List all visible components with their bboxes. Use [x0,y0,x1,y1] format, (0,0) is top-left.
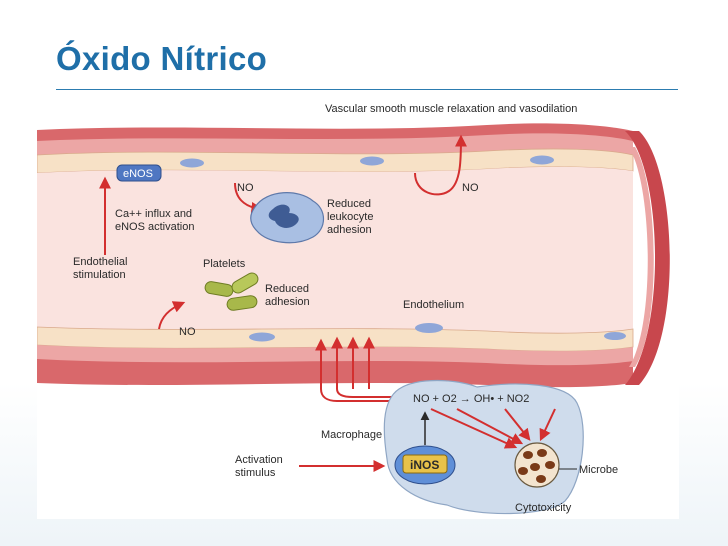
vessel-bottom-smooth-muscle [37,345,633,368]
reduced-adhesion-line2: adhesion [265,296,310,308]
activation-stimulus-line2: stimulus [235,467,276,479]
endothelial-nucleus [360,156,384,166]
cytotoxic-arrow [456,408,524,445]
vessel-cut-inner [629,147,654,367]
reduced-adhesion-line1: Reduced [265,283,309,295]
macrophage-arrow-stem [336,388,397,398]
reduced-leukocyte-line2: leukocyte [327,211,373,223]
ca-influx-line2: eNOS activation [115,221,194,233]
nitric-oxide-diagram: Vascular smooth muscle relaxation and va… [36,97,679,519]
ca-influx-line1: Ca++ influx and [115,208,192,220]
vessel-cut-end [625,131,670,385]
cytotoxicity-label: Cytotoxicity [515,502,572,514]
cytotoxic-arrow [504,408,531,441]
inos-label: iNOS [410,458,439,472]
platelet [231,272,259,294]
endothelial-nucleus [530,155,554,165]
endothelial-nucleus [604,332,626,340]
microbe-particle [536,475,546,483]
reaction-label: NO + O2 → OH• + NO2 [413,393,529,405]
activation-stimulus-line1: Activation [235,454,283,466]
endothelial-nucleus [249,332,275,342]
microbe-particle [537,449,547,457]
platelet [226,295,258,311]
cytotoxic-arrow [430,408,518,449]
reduced-leukocyte-line3: adhesion [327,224,372,236]
macrophage-label: Macrophage [321,429,382,441]
leukocyte-nucleus [268,204,299,228]
vessel-top-smooth-muscle [37,133,633,155]
title-rule [56,89,678,90]
microbe-particle [523,451,533,459]
endothelial-stimulation-line2: stimulation [73,269,126,281]
cytotoxic-arrow [539,408,556,442]
endothelial-stimulation-line1: Endothelial [73,256,127,268]
vasodilation-label: Vascular smooth muscle relaxation and va… [325,103,577,115]
endothelium-label: Endothelium [403,299,464,311]
microbe-particle [518,467,528,475]
enos-badge [116,164,162,182]
no-label-leukocyte: NO [237,182,254,194]
platelet [204,281,234,297]
microbe-particle [530,463,540,471]
enos-label: eNOS [123,168,153,180]
vessel-lumen [37,166,633,334]
reduced-leukocyte-line1: Reduced [327,198,371,210]
no-arrow-smooth-muscle [414,134,467,196]
microbe-label: Microbe [579,464,618,476]
no-label-platelets: NO [179,326,196,338]
no-arrow-platelets [158,301,186,330]
no-label-smooth-muscle: NO [462,182,479,194]
platelets-label: Platelets [203,258,246,270]
macrophage-arrow-stem [320,388,397,402]
endothelial-nucleus [415,323,443,333]
microbe-particle [545,461,555,469]
endothelial-nucleus [180,158,204,168]
inos-badge [402,454,448,474]
vessel-bottom-outer [37,359,633,388]
slide-title: Óxido Nítrico [56,40,268,77]
